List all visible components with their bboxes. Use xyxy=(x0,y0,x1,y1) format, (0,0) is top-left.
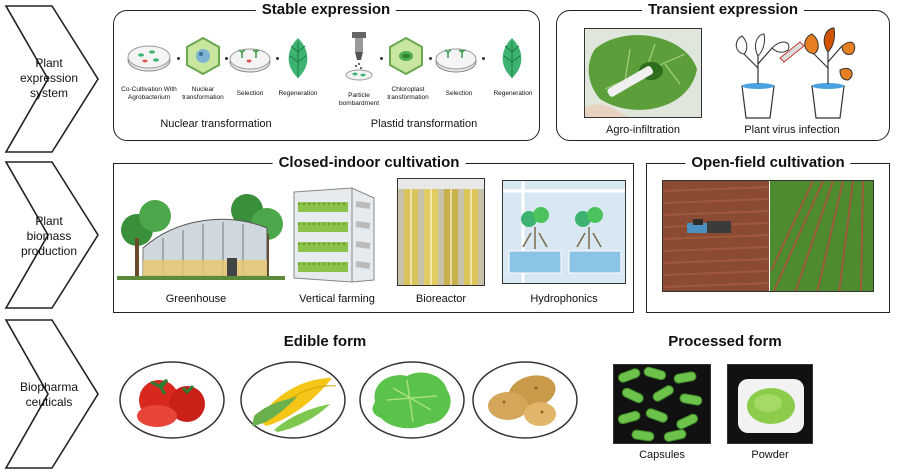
selection-dish-icon xyxy=(229,48,271,73)
stage-arrow-biomass xyxy=(4,161,99,309)
chloroplast-cell-icon xyxy=(389,36,423,76)
vertical-farming-icon xyxy=(293,187,375,283)
bioreactor-label: Bioreactor xyxy=(415,293,467,305)
nuclear-transformation-label: Nuclear transformation xyxy=(160,118,272,130)
regeneration-plant-icon xyxy=(502,38,522,78)
capsules-label: Capsules xyxy=(639,449,685,461)
hydrophonics-image xyxy=(502,180,626,284)
transient-expression-title: Transient expression xyxy=(641,1,805,18)
plant-virus-infection-label: Plant virus infection xyxy=(744,124,840,136)
step-selection-plastid: Selection xyxy=(445,90,473,97)
greenhouse-label: Greenhouse xyxy=(165,293,227,305)
step-regeneration-plastid: Regeneration xyxy=(493,90,533,97)
step-regeneration-nuclear: Regeneration xyxy=(278,90,318,97)
step-chloroplast-transformation: Chloroplast transformation xyxy=(387,86,429,101)
agro-infiltration-photo xyxy=(584,28,702,118)
greenhouse-icon xyxy=(117,194,285,280)
tomato-icon xyxy=(119,361,225,439)
closed-indoor-title: Closed-indoor cultivation xyxy=(272,154,466,171)
plant-cell-icon xyxy=(186,36,220,76)
hydrophonics-label: Hydrophonics xyxy=(530,293,598,305)
agro-infiltration-label: Agro-infiltration xyxy=(606,124,680,136)
step-nuclear-transformation: Nuclear transformation xyxy=(182,86,224,101)
selection-dish-icon xyxy=(435,48,477,73)
powder-label: Powder xyxy=(751,449,789,461)
stage-arrow-biopharma xyxy=(4,319,99,469)
step-cocultivation: Co-Cultivation With Agrobacterium xyxy=(121,86,177,101)
powder-photo xyxy=(727,364,813,444)
edible-form-title: Edible form xyxy=(283,333,367,350)
processed-form-title: Processed form xyxy=(668,333,782,350)
step-particle-bombardment: Particle bombardment xyxy=(339,92,380,107)
capsules-photo xyxy=(613,364,711,444)
petri-dish-icon xyxy=(127,45,171,72)
bioreactor-photo xyxy=(397,178,485,286)
open-field-photo xyxy=(662,180,874,292)
vertical-farming-label: Vertical farming xyxy=(299,293,375,305)
lettuce-icon xyxy=(359,361,465,439)
gene-gun-icon xyxy=(345,32,373,81)
stable-expression-title: Stable expression xyxy=(255,1,397,18)
potato-icon xyxy=(472,361,578,439)
corn-icon xyxy=(240,361,346,439)
open-field-title: Open-field cultivation xyxy=(685,154,851,171)
regeneration-plant-icon xyxy=(288,38,308,78)
plastid-transformation-label: Plastid transformation xyxy=(370,118,478,130)
stage-arrow-expression xyxy=(4,5,99,153)
virus-infection-plant-icon xyxy=(735,27,856,119)
step-selection-nuclear: Selection xyxy=(236,90,264,97)
